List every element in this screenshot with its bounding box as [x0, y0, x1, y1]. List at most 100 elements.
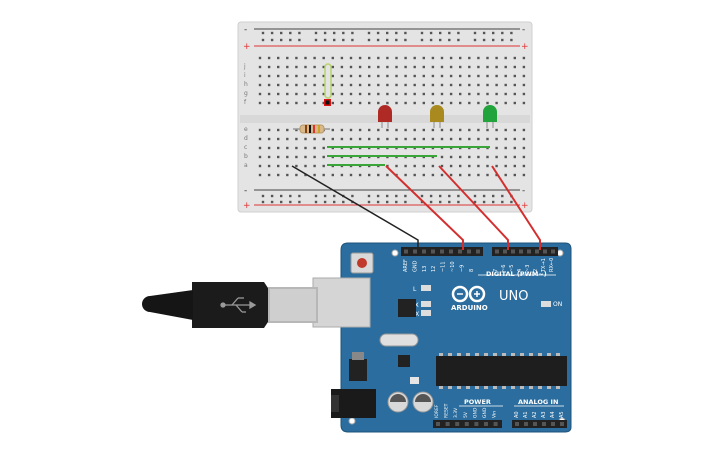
breadboard-hole[interactable]: [277, 83, 280, 87]
rail-hole[interactable]: [342, 31, 345, 35]
breadboard-hole[interactable]: [258, 173, 262, 177]
breadboard-hole[interactable]: [504, 155, 507, 159]
breadboard-hole[interactable]: [267, 101, 271, 105]
rail-hole[interactable]: [342, 38, 345, 42]
breadboard-hole[interactable]: [395, 137, 398, 141]
rail-hole[interactable]: [289, 31, 292, 35]
breadboard-hole[interactable]: [267, 164, 271, 168]
breadboard-hole[interactable]: [295, 74, 298, 78]
rail-hole[interactable]: [289, 200, 292, 204]
breadboard-hole[interactable]: [322, 146, 325, 150]
breadboard-hole[interactable]: [277, 137, 280, 141]
rail-hole[interactable]: [404, 38, 407, 42]
breadboard-hole[interactable]: [413, 173, 416, 177]
breadboard-hole[interactable]: [404, 74, 407, 78]
header-hole[interactable]: [495, 249, 499, 254]
breadboard-hole[interactable]: [286, 164, 289, 168]
yellow-led[interactable]: [430, 105, 444, 128]
breadboard-hole[interactable]: [349, 173, 353, 177]
breadboard-hole[interactable]: [440, 137, 444, 141]
breadboard-hole[interactable]: [513, 74, 516, 78]
header-hole[interactable]: [431, 249, 435, 254]
breadboard-hole[interactable]: [449, 155, 453, 159]
breadboard-hole[interactable]: [358, 56, 362, 60]
rail-hole[interactable]: [501, 200, 504, 204]
rail-hole[interactable]: [429, 194, 433, 198]
breadboard-hole[interactable]: [322, 137, 325, 141]
rail-hole[interactable]: [280, 38, 283, 42]
breadboard-hole[interactable]: [331, 83, 334, 87]
breadboard-hole[interactable]: [422, 65, 425, 69]
breadboard-hole[interactable]: [468, 83, 471, 87]
breadboard-hole[interactable]: [504, 164, 507, 168]
breadboard-hole[interactable]: [313, 83, 316, 87]
rail-hole[interactable]: [386, 200, 389, 204]
rail-hole[interactable]: [270, 200, 274, 204]
breadboard-hole[interactable]: [258, 65, 262, 69]
breadboard-hole[interactable]: [295, 173, 298, 177]
header-hole[interactable]: [474, 422, 479, 426]
breadboard-hole[interactable]: [267, 137, 271, 141]
breadboard-hole[interactable]: [267, 146, 271, 150]
rail-hole[interactable]: [351, 31, 354, 35]
rail-hole[interactable]: [457, 194, 460, 198]
breadboard-hole[interactable]: [322, 92, 325, 96]
header-hole[interactable]: [543, 249, 547, 254]
breadboard-hole[interactable]: [395, 83, 398, 87]
breadboard-hole[interactable]: [431, 137, 435, 141]
breadboard-hole[interactable]: [395, 92, 398, 96]
breadboard-hole[interactable]: [295, 155, 298, 159]
breadboard-hole[interactable]: [368, 128, 371, 132]
rail-hole[interactable]: [261, 194, 265, 198]
analog-header[interactable]: [512, 420, 567, 428]
breadboard-hole[interactable]: [440, 92, 444, 96]
breadboard-hole[interactable]: [267, 92, 271, 96]
breadboard-hole[interactable]: [258, 101, 262, 105]
breadboard-hole[interactable]: [286, 65, 289, 69]
rail-hole[interactable]: [367, 38, 371, 42]
breadboard-hole[interactable]: [459, 83, 462, 87]
breadboard-hole[interactable]: [386, 101, 389, 105]
breadboard-hole[interactable]: [368, 56, 371, 60]
breadboard-hole[interactable]: [486, 173, 489, 177]
breadboard-hole[interactable]: [449, 74, 453, 78]
breadboard-hole[interactable]: [495, 128, 498, 132]
breadboard-hole[interactable]: [495, 65, 498, 69]
rail-hole[interactable]: [314, 38, 318, 42]
breadboard-hole[interactable]: [377, 92, 380, 96]
breadboard-hole[interactable]: [486, 137, 489, 141]
rail-hole[interactable]: [270, 38, 274, 42]
breadboard-hole[interactable]: [504, 128, 507, 132]
rail-hole[interactable]: [448, 31, 451, 35]
breadboard-hole[interactable]: [349, 137, 353, 141]
breadboard-hole[interactable]: [468, 56, 471, 60]
header-hole[interactable]: [535, 249, 539, 254]
rail-hole[interactable]: [289, 38, 292, 42]
breadboard-hole[interactable]: [277, 101, 280, 105]
breadboard-hole[interactable]: [504, 74, 507, 78]
usb-cable[interactable]: [142, 277, 371, 328]
breadboard-hole[interactable]: [286, 101, 289, 105]
rail-hole[interactable]: [395, 200, 398, 204]
breadboard-hole[interactable]: [459, 173, 462, 177]
header-hole[interactable]: [449, 249, 453, 254]
rail-hole[interactable]: [333, 200, 336, 204]
rail-hole[interactable]: [510, 31, 513, 35]
header-hole[interactable]: [524, 422, 528, 426]
breadboard-hole[interactable]: [440, 164, 444, 168]
breadboard-hole[interactable]: [331, 137, 334, 141]
breadboard-hole[interactable]: [340, 173, 344, 177]
rail-hole[interactable]: [289, 194, 292, 198]
rail-hole[interactable]: [395, 194, 398, 198]
breadboard-hole[interactable]: [404, 101, 407, 105]
breadboard-hole[interactable]: [313, 101, 316, 105]
breadboard-hole[interactable]: [504, 56, 507, 60]
breadboard-hole[interactable]: [304, 146, 307, 150]
wires[interactable]: [291, 165, 541, 250]
rail-hole[interactable]: [280, 194, 283, 198]
breadboard-hole[interactable]: [313, 155, 316, 159]
breadboard-hole[interactable]: [386, 137, 389, 141]
rail-hole[interactable]: [420, 194, 424, 198]
breadboard-hole[interactable]: [331, 56, 334, 60]
rail-hole[interactable]: [457, 200, 460, 204]
